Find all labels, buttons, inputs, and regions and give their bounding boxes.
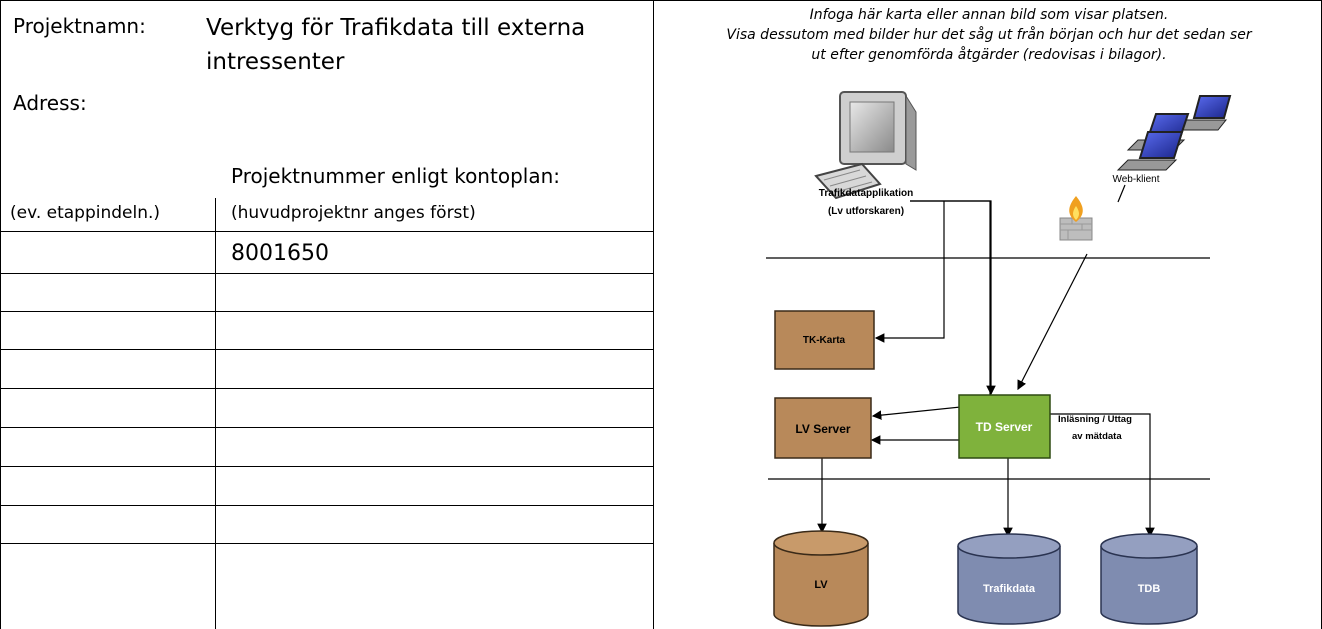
laptop-icon (1172, 95, 1232, 131)
row-line (0, 427, 653, 428)
lv-database: LV (773, 530, 869, 627)
tk-karta-label: TK-Karta (803, 335, 846, 346)
row-line (0, 388, 653, 389)
td-server-box: TD Server (958, 394, 1051, 459)
project-number: 8001650 (231, 241, 329, 266)
client-app-label: Trafikdatapplikation (819, 188, 913, 199)
row-line (0, 311, 653, 312)
instruction-line1: Infoga här karta eller annan bild som vi… (809, 7, 1169, 23)
projektnamn-label: Projektnamn: (13, 14, 146, 38)
lv-server-label: LV Server (795, 422, 850, 436)
tdb-db-label: TDB (1138, 583, 1161, 595)
td-server-label: TD Server (976, 420, 1033, 434)
row-line (0, 231, 653, 232)
column-divider (215, 198, 216, 629)
lv-server-box: LV Server (774, 397, 872, 459)
table-center-border (653, 0, 654, 629)
tdb-database: TDB (1100, 533, 1198, 625)
projektnummer-label: Projektnummer enligt kontoplan: (231, 164, 560, 188)
lv-db-label: LV (814, 579, 828, 591)
io-label-line1: Inläsning / Uttag (1058, 414, 1132, 425)
desktop-computer-icon (814, 91, 917, 200)
row-line (0, 349, 653, 350)
row-line (0, 273, 653, 274)
client-app-sublabel: (Lv utforskaren) (828, 206, 904, 217)
io-label-line2: av mätdata (1072, 431, 1122, 442)
web-client-label: Web-klient (1112, 174, 1159, 185)
table-top-border (0, 0, 1322, 1)
row-line (0, 505, 653, 506)
huvudprojekt-label: (huvudprojektnr anges först) (231, 203, 476, 223)
trafikdata-db-label: Trafikdata (983, 583, 1036, 595)
projektnamn-value-line1: Verktyg för Trafikdata till externa (206, 15, 586, 41)
laptop-icon (1116, 131, 1184, 171)
tk-karta-box: TK-Karta (774, 310, 875, 370)
table-left-border (0, 0, 1, 629)
instruction-line3: ut efter genomförda åtgärder (redovisas … (811, 47, 1167, 63)
row-line (0, 466, 653, 467)
firewall-icon (1059, 196, 1093, 241)
row-line (0, 543, 653, 544)
architecture-diagram: Trafikdatapplikation (Lv utforskaren) We… (766, 91, 1232, 627)
instruction-line2: Visa dessutom med bilder hur det såg ut … (726, 27, 1252, 43)
adress-label: Adress: (13, 91, 87, 115)
etapp-label: (ev. etappindeln.) (10, 203, 161, 223)
trafikdata-database: Trafikdata (957, 533, 1061, 625)
projektnamn-value-line2: intressenter (206, 49, 345, 75)
